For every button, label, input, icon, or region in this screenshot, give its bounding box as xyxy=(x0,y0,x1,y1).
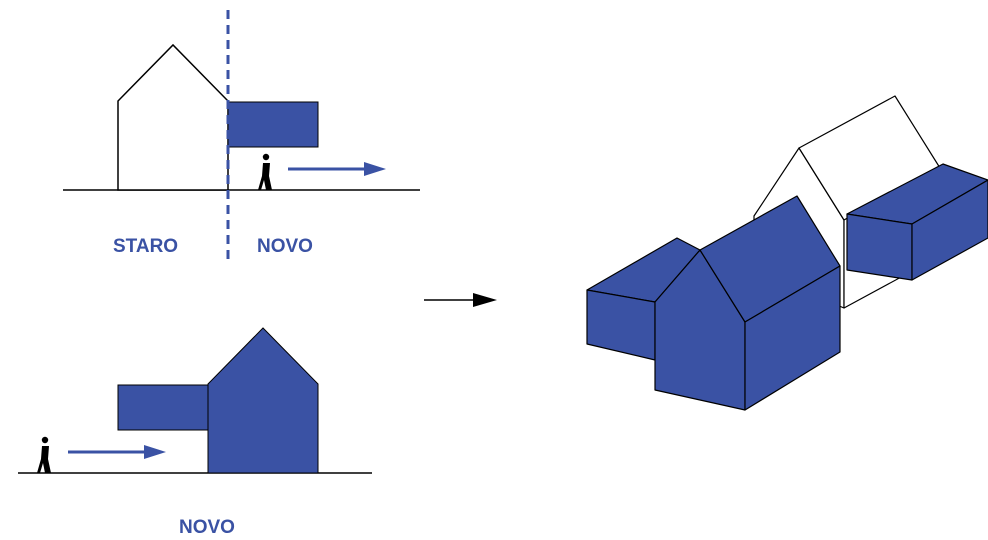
label-new-bottom: NOVO xyxy=(179,517,235,538)
label-new-top: NOVO xyxy=(257,236,313,257)
right-extension-front xyxy=(846,213,913,281)
elevation-old-new: STARO NOVO xyxy=(63,10,420,265)
label-old: STARO xyxy=(113,236,178,257)
direction-arrow-icon xyxy=(288,162,386,176)
isometric-view xyxy=(586,95,988,411)
new-low-block xyxy=(117,384,209,431)
old-house-outline xyxy=(117,43,229,191)
transition-arrow-icon xyxy=(424,293,497,307)
left-wing-front xyxy=(586,289,656,361)
new-house-side-wall xyxy=(744,265,841,411)
right-extension-side xyxy=(911,179,988,281)
new-extension-block xyxy=(227,101,319,148)
new-house xyxy=(207,327,319,474)
person-icon xyxy=(37,436,51,473)
person-icon xyxy=(258,153,272,190)
direction-arrow-icon xyxy=(68,445,166,459)
elevation-new: NOVO xyxy=(18,327,372,538)
